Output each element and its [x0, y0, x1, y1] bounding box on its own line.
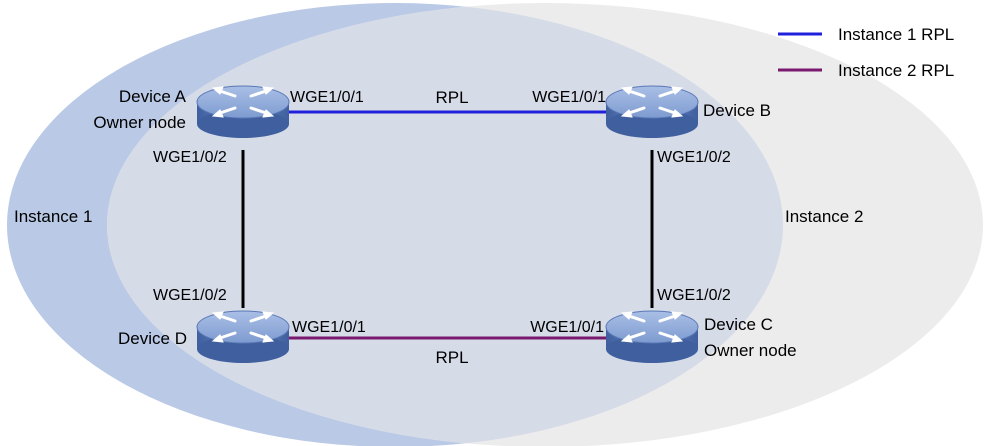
instance-2-label: Instance 2 — [785, 207, 863, 226]
device-c-role: Owner node — [704, 341, 797, 360]
rpl-label-bottom: RPL — [435, 348, 468, 367]
device-b-switch-icon — [604, 84, 700, 140]
device-a-name: Device A — [119, 87, 187, 106]
device-a-switch-icon — [195, 84, 291, 140]
rpl-label-top: RPL — [435, 88, 468, 107]
legend: Instance 1 RPL Instance 2 RPL — [778, 25, 954, 80]
port-c-left: WGE1/0/1 — [530, 319, 604, 336]
legend-label-instance-1: Instance 1 RPL — [838, 25, 954, 44]
port-b-left: WGE1/0/1 — [532, 89, 606, 106]
instance-1-label: Instance 1 — [14, 207, 92, 226]
port-d-up: WGE1/0/2 — [153, 287, 227, 304]
device-d-switch-icon — [195, 309, 291, 365]
port-d-right: WGE1/0/1 — [292, 319, 366, 336]
device-b-name: Device B — [703, 101, 771, 120]
device-a-role: Owner node — [93, 113, 186, 132]
port-a-right: WGE1/0/1 — [290, 89, 364, 106]
port-c-up: WGE1/0/2 — [657, 287, 731, 304]
device-d-name: Device D — [118, 329, 187, 348]
port-b-down: WGE1/0/2 — [657, 149, 731, 166]
device-c-name: Device C — [704, 315, 773, 334]
port-a-down: WGE1/0/2 — [153, 149, 227, 166]
legend-label-instance-2: Instance 2 RPL — [838, 61, 954, 80]
device-c-switch-icon — [604, 309, 700, 365]
